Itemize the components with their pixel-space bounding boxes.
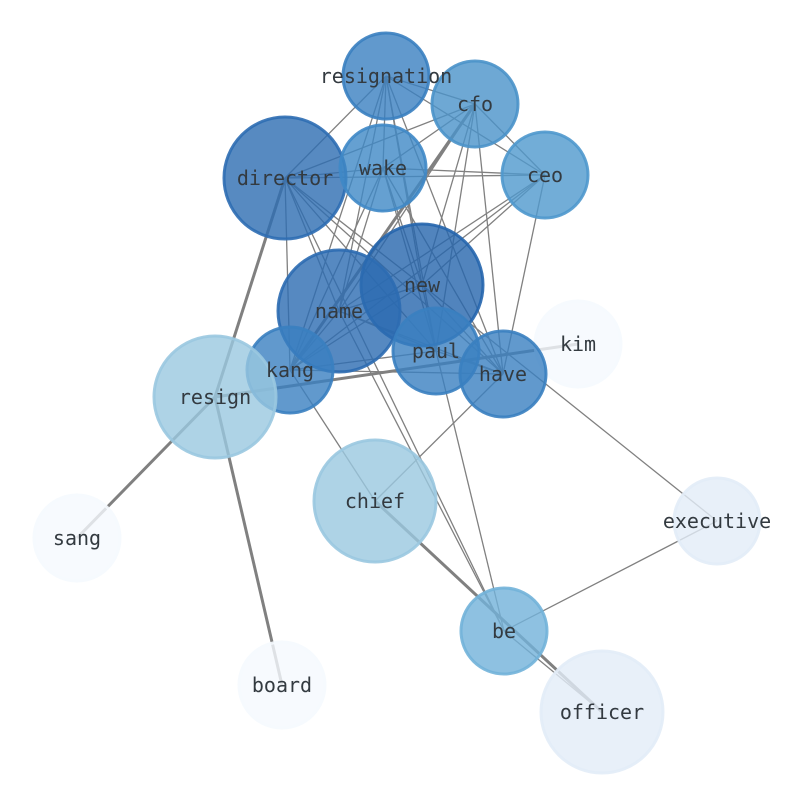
node-board [237,640,327,730]
node-label-board: board [252,673,312,697]
node-label-name: name [315,299,363,323]
node-layer [32,31,762,775]
edge-resignation-have [385,75,504,375]
edge-paul-be [435,350,505,632]
node-wake [338,123,428,213]
edge-cfo-have [474,103,504,375]
node-label-kim: kim [560,332,596,356]
node-label-cfo: cfo [457,92,493,116]
node-chief [312,438,438,564]
node-executive [672,476,762,566]
node-cfo [430,59,520,149]
node-label-director: director [237,166,333,190]
node-label-ceo: ceo [527,163,563,187]
node-resign [152,334,278,460]
node-resignation [341,31,431,121]
node-officer [539,649,665,775]
node-label-executive: executive [663,509,771,533]
node-label-officer: officer [560,700,644,724]
node-label-kang: kang [266,358,314,382]
node-have [458,329,548,419]
node-label-wake: wake [359,156,407,180]
node-label-paul: paul [412,339,460,363]
node-label-resign: resign [179,385,251,409]
node-ceo [500,130,590,220]
node-label-have: have [479,362,527,386]
node-sang [32,493,122,583]
node-be [459,586,549,676]
node-label-chief: chief [345,489,405,513]
node-label-sang: sang [53,526,101,550]
node-label-be: be [492,619,516,643]
node-label-new: new [404,273,441,297]
node-label-resignation: resignation [320,64,452,88]
